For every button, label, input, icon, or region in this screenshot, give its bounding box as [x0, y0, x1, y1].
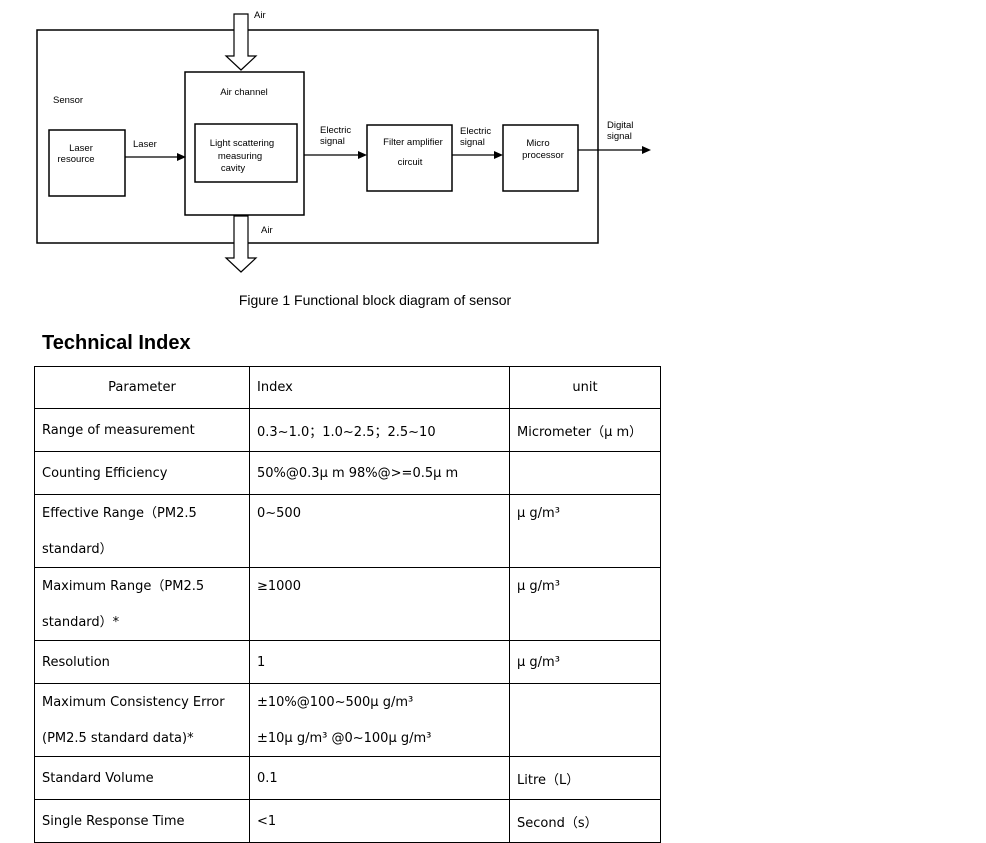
- row-unit: μ g/m³: [509, 494, 661, 568]
- row-parameter: Standard Volume: [34, 756, 250, 800]
- row-index: ≥1000: [249, 567, 510, 641]
- row-unit: Micrometer（μ m）: [509, 408, 661, 452]
- row-unit: μ g/m³: [509, 567, 661, 641]
- row-parameter: Effective Range（PM2.5 standard）: [34, 494, 250, 568]
- row-index: 0.1: [249, 756, 510, 800]
- electric-signal-arrow-1: [358, 151, 367, 159]
- air-out-label: Air: [261, 225, 273, 236]
- micro-processor-box: [502, 124, 579, 192]
- row-index: 50%@0.3μ m 98%@>=0.5μ m: [249, 451, 510, 495]
- table-row: Maximum Consistency Error (PM2.5 standar…: [34, 683, 661, 757]
- row-index-line: ≥1000: [257, 579, 301, 594]
- row-parameter-line: Maximum Range（PM2.5: [42, 579, 205, 594]
- table-row: Resolution 1 μ g/m³: [34, 640, 661, 684]
- row-unit: [509, 683, 661, 757]
- electric-signal-1-label-1: Electric: [320, 125, 351, 136]
- table-row: Range of measurement 0.3~1.0；1.0~2.5；2.5…: [34, 408, 661, 452]
- sensor-label: Sensor: [53, 95, 83, 106]
- electric-signal-2-label-1: Electric: [460, 126, 491, 137]
- row-parameter: Maximum Range（PM2.5 standard）*: [34, 567, 250, 641]
- row-parameter: Single Response Time: [34, 799, 250, 843]
- row-parameter: Range of measurement: [34, 408, 250, 452]
- row-index-line: 0~500: [257, 506, 301, 521]
- air-in-arrow: [224, 13, 258, 71]
- table-row: Single Response Time <1 Second（s）: [34, 799, 661, 843]
- laser-arrow: [177, 153, 186, 161]
- electric-signal-2-label-2: signal: [460, 137, 485, 148]
- digital-signal-label-2: signal: [607, 131, 632, 142]
- cavity-box: [194, 123, 298, 183]
- electric-signal-1-label-2: signal: [320, 136, 345, 147]
- row-unit: [509, 451, 661, 495]
- filter-label-2: circuit: [398, 157, 423, 168]
- row-parameter: Maximum Consistency Error (PM2.5 standar…: [34, 683, 250, 757]
- filter-amplifier-box: [366, 124, 453, 192]
- table-row: Maximum Range（PM2.5 standard）* ≥1000 μ g…: [34, 567, 661, 641]
- laser-resource-label-1: Laser: [69, 143, 93, 154]
- sensor-boundary: [36, 29, 599, 244]
- row-index: <1: [249, 799, 510, 843]
- digital-signal-label-1: Digital: [607, 120, 633, 131]
- row-parameter: Resolution: [34, 640, 250, 684]
- row-unit: Litre（L）: [509, 756, 661, 800]
- row-unit: Second（s）: [509, 799, 661, 843]
- air-channel-label: Air channel: [220, 87, 268, 98]
- figure-caption: Figure 1 Functional block diagram of sen…: [238, 292, 512, 308]
- table-row: Counting Efficiency 50%@0.3μ m 98%@>=0.5…: [34, 451, 661, 495]
- micro-label-1: Micro: [526, 138, 549, 149]
- row-parameter-line: standard）: [42, 542, 113, 557]
- sensor-block-diagram: Sensor Air Air channel Light scattering …: [36, 10, 651, 273]
- cavity-label-1: Light scattering: [210, 138, 274, 149]
- laser-label: Laser: [133, 139, 157, 150]
- row-unit-line: μ g/m³: [517, 506, 560, 521]
- row-index-line: ±10%@100~500μ g/m³: [257, 695, 414, 710]
- row-parameter: Counting Efficiency: [34, 451, 250, 495]
- row-parameter-line: Effective Range（PM2.5: [42, 506, 197, 521]
- row-unit-line: μ g/m³: [517, 579, 560, 594]
- table-row: Effective Range（PM2.5 standard） 0~500 μ …: [34, 494, 661, 568]
- row-unit: μ g/m³: [509, 640, 661, 684]
- filter-label-1: Filter amplifier: [383, 137, 443, 148]
- row-index-line: ±10μ g/m³ @0~100μ g/m³: [257, 731, 432, 746]
- table-row: Standard Volume 0.1 Litre（L）: [34, 756, 661, 800]
- row-index: ±10%@100~500μ g/m³ ±10μ g/m³ @0~100μ g/m…: [249, 683, 510, 757]
- section-heading: Technical Index: [42, 332, 191, 354]
- air-out-arrow: [224, 215, 258, 273]
- table-header-row: Parameter Index unit: [34, 366, 661, 409]
- row-parameter-line: (PM2.5 standard data)*: [42, 731, 194, 746]
- header-parameter: Parameter: [34, 366, 250, 409]
- row-index: 0.3~1.0；1.0~2.5；2.5~10: [249, 408, 510, 452]
- laser-resource-box: [48, 129, 126, 197]
- laser-resource-label-2: resource: [58, 154, 95, 165]
- air-in-label: Air: [254, 10, 266, 21]
- micro-label-2: processor: [522, 150, 564, 161]
- technical-index-table: Parameter Index unit Range of measuremen…: [34, 366, 661, 843]
- row-index: 0~500: [249, 494, 510, 568]
- digital-signal-arrow: [642, 146, 651, 154]
- electric-signal-arrow-2: [494, 151, 503, 159]
- cavity-label-2: measuring: [218, 151, 262, 162]
- row-index: 1: [249, 640, 510, 684]
- cavity-label-3: cavity: [221, 163, 246, 174]
- header-unit: unit: [509, 366, 661, 409]
- header-index: Index: [249, 366, 510, 409]
- row-parameter-line: Maximum Consistency Error: [42, 695, 225, 710]
- row-parameter-line: standard）*: [42, 615, 120, 630]
